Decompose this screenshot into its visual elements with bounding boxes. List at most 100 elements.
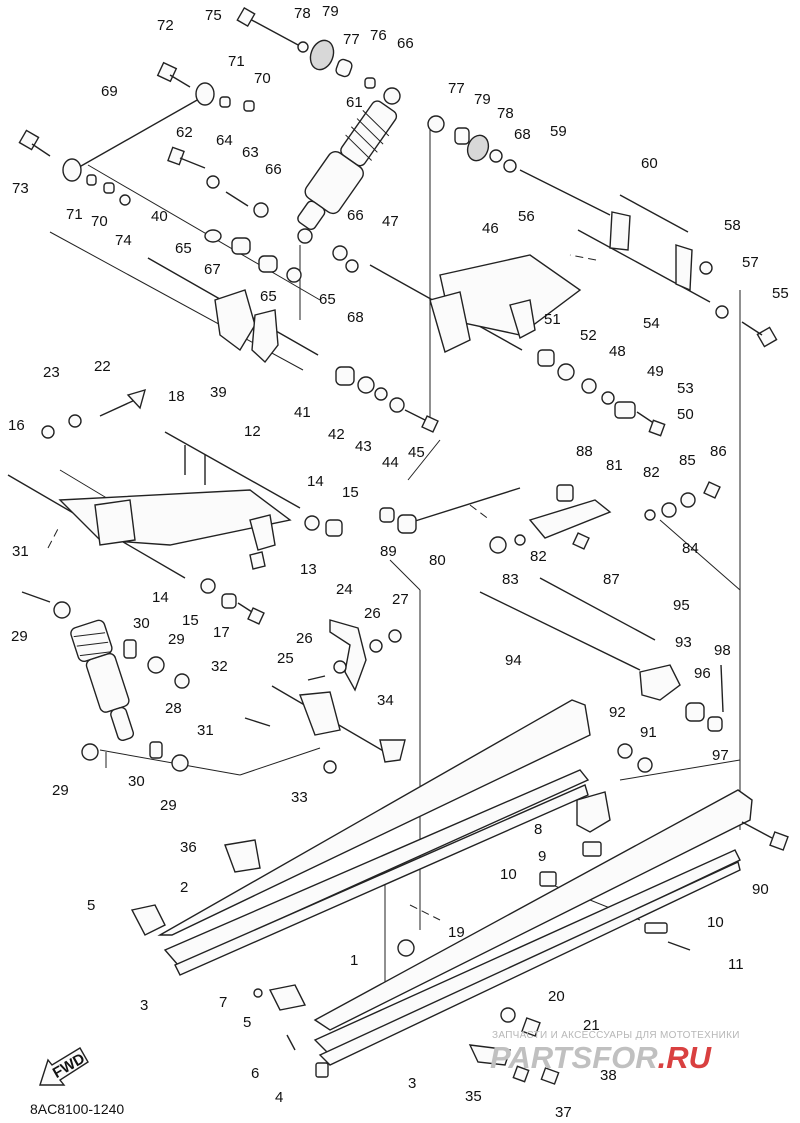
callout-87: 87 bbox=[603, 571, 620, 588]
callout-54: 54 bbox=[643, 315, 660, 332]
callout-72: 72 bbox=[157, 17, 174, 34]
callout-29: 29 bbox=[160, 797, 177, 814]
callout-66: 66 bbox=[265, 161, 282, 178]
callout-21: 21 bbox=[583, 1017, 600, 1034]
callout-10: 10 bbox=[707, 914, 724, 931]
callout-65: 65 bbox=[260, 288, 277, 305]
callout-68: 68 bbox=[347, 309, 364, 326]
callout-58: 58 bbox=[724, 217, 741, 234]
callout-74: 74 bbox=[115, 232, 132, 249]
callout-32: 32 bbox=[211, 658, 228, 675]
callout-33: 33 bbox=[291, 789, 308, 806]
callout-64: 64 bbox=[216, 132, 233, 149]
callout-27: 27 bbox=[392, 591, 409, 608]
callout-11: 11 bbox=[728, 956, 744, 973]
callout-28: 28 bbox=[165, 700, 182, 717]
callout-79: 79 bbox=[322, 3, 339, 20]
callout-17: 17 bbox=[213, 624, 230, 641]
callout-29: 29 bbox=[52, 782, 69, 799]
callout-82: 82 bbox=[643, 464, 660, 481]
callout-78: 78 bbox=[497, 105, 514, 122]
callout-51: 51 bbox=[544, 311, 561, 328]
callout-3: 3 bbox=[140, 997, 148, 1014]
callout-44: 44 bbox=[382, 454, 399, 471]
callout-83: 83 bbox=[502, 571, 519, 588]
callout-4: 4 bbox=[275, 1089, 283, 1106]
callout-3: 3 bbox=[408, 1075, 416, 1092]
callout-14: 14 bbox=[307, 473, 324, 490]
callout-93: 93 bbox=[675, 634, 692, 651]
callout-39: 39 bbox=[210, 384, 227, 401]
callout-65: 65 bbox=[319, 291, 336, 308]
callout-48: 48 bbox=[609, 343, 626, 360]
callout-70: 70 bbox=[254, 70, 271, 87]
watermark-brand-suffix: .RU bbox=[657, 1040, 712, 1075]
callout-8: 8 bbox=[534, 821, 542, 838]
callout-76: 76 bbox=[370, 27, 387, 44]
callout-89: 89 bbox=[380, 543, 397, 560]
callout-75: 75 bbox=[205, 7, 222, 24]
drawing-code: 8AC8100-1240 bbox=[30, 1101, 125, 1117]
callout-70: 70 bbox=[91, 213, 108, 230]
callout-30: 30 bbox=[133, 615, 150, 632]
callout-49: 49 bbox=[647, 363, 664, 380]
callout-65: 65 bbox=[175, 240, 192, 257]
callout-18: 18 bbox=[168, 388, 185, 405]
callout-40: 40 bbox=[151, 208, 168, 225]
callout-67: 67 bbox=[204, 261, 221, 278]
callout-34: 34 bbox=[377, 692, 394, 709]
callout-73: 73 bbox=[12, 180, 29, 197]
watermark-subtitle: ЗАПЧАСТИ И АКСЕССУАРЫ ДЛЯ МОТОТЕХНИКИ bbox=[492, 1030, 740, 1041]
front-arm-parts bbox=[7, 366, 724, 774]
callout-66: 66 bbox=[397, 35, 414, 52]
callout-88: 88 bbox=[576, 443, 593, 460]
callout-1: 1 bbox=[350, 952, 358, 969]
callout-25: 25 bbox=[277, 650, 294, 667]
callout-29: 29 bbox=[11, 628, 28, 645]
callout-42: 42 bbox=[328, 426, 345, 443]
callout-10: 10 bbox=[500, 866, 517, 883]
callout-78: 78 bbox=[294, 5, 311, 22]
callout-36: 36 bbox=[180, 839, 197, 856]
callout-14: 14 bbox=[152, 589, 169, 606]
watermark-brand-main: PARTSFOR bbox=[490, 1040, 658, 1075]
callout-30: 30 bbox=[128, 773, 145, 790]
callout-38: 38 bbox=[600, 1067, 617, 1084]
callout-81: 81 bbox=[606, 457, 623, 474]
callout-71: 71 bbox=[66, 206, 83, 223]
callout-77: 77 bbox=[448, 80, 465, 97]
callout-68: 68 bbox=[514, 126, 531, 143]
callout-80: 80 bbox=[429, 552, 446, 569]
callout-20: 20 bbox=[548, 988, 565, 1005]
callout-96: 96 bbox=[694, 665, 711, 682]
callout-16: 16 bbox=[8, 417, 25, 434]
rear-arm-parts bbox=[18, 6, 778, 437]
callout-60: 60 bbox=[641, 155, 658, 172]
callout-50: 50 bbox=[677, 406, 694, 423]
callout-26: 26 bbox=[364, 605, 381, 622]
callout-45: 45 bbox=[408, 444, 425, 461]
callout-29: 29 bbox=[168, 631, 185, 648]
watermark-brand: PARTSFOR.RU bbox=[490, 1040, 711, 1076]
callout-56: 56 bbox=[518, 208, 535, 225]
callout-35: 35 bbox=[465, 1088, 482, 1105]
callout-31: 31 bbox=[12, 543, 29, 560]
callout-19: 19 bbox=[448, 924, 465, 941]
callout-97: 97 bbox=[712, 747, 729, 764]
slide-rails bbox=[130, 699, 789, 1085]
callout-23: 23 bbox=[43, 364, 60, 381]
callout-5: 5 bbox=[243, 1014, 251, 1031]
callout-43: 43 bbox=[355, 438, 372, 455]
callout-52: 52 bbox=[580, 327, 597, 344]
callout-62: 62 bbox=[176, 124, 193, 141]
callout-41: 41 bbox=[294, 404, 311, 421]
callout-59: 59 bbox=[550, 123, 567, 140]
callout-2: 2 bbox=[180, 879, 188, 896]
callout-22: 22 bbox=[94, 358, 111, 375]
callout-82: 82 bbox=[530, 548, 547, 565]
callout-57: 57 bbox=[742, 254, 759, 271]
callout-84: 84 bbox=[682, 540, 699, 557]
callout-46: 46 bbox=[482, 220, 499, 237]
